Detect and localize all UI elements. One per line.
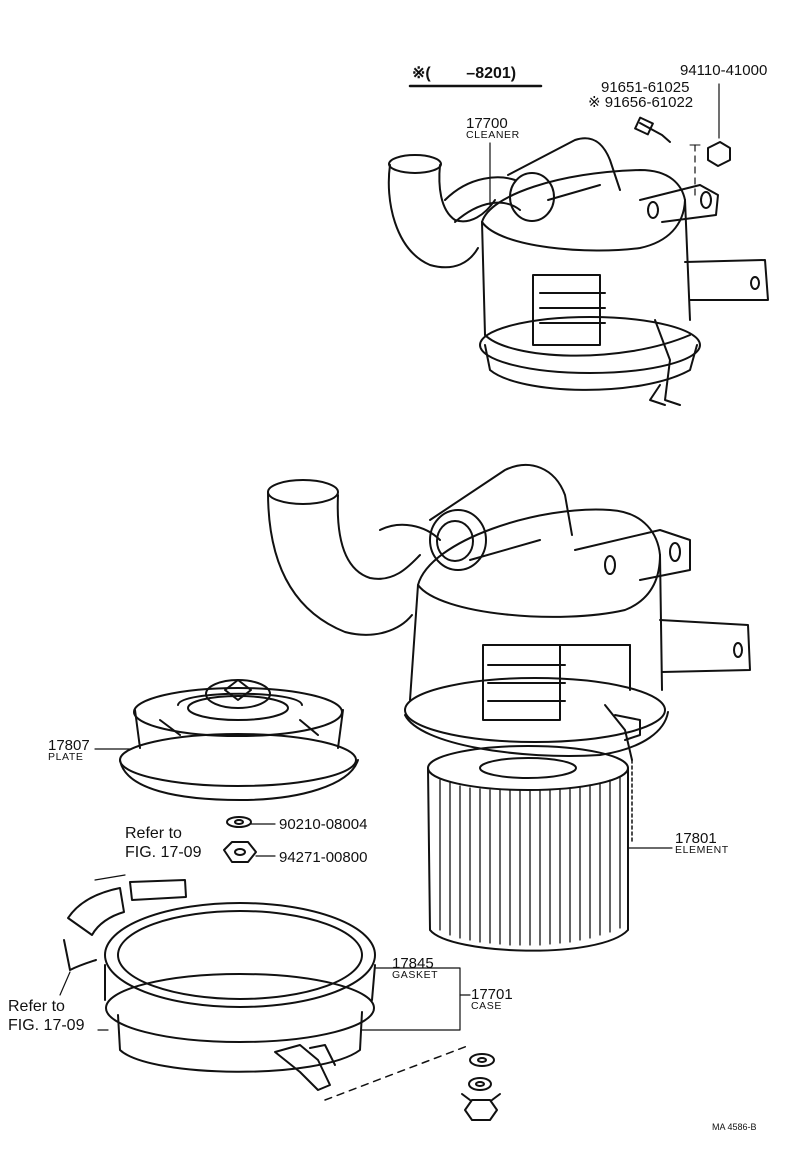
case-number: 17701	[471, 986, 513, 1003]
plate-part	[94, 679, 359, 801]
plate-name: PLATE	[48, 751, 84, 763]
variant-note: ※( –8201)	[412, 65, 517, 82]
wing-nut-number: 94271-00800	[279, 849, 368, 866]
gasket-number: 17845	[392, 955, 434, 972]
ref-top-line1: Refer to	[125, 825, 182, 842]
part-number-nut: 94110-41000	[680, 62, 768, 79]
plate-number: 17807	[48, 737, 90, 754]
ref-left-line2: FIG. 17-09	[8, 1017, 85, 1034]
part-number-bolt: 91651-61025	[601, 79, 690, 96]
washer-number: 90210-08004	[279, 816, 368, 833]
washer-part	[226, 816, 276, 828]
drawing-code: MA 4586-B	[712, 1122, 757, 1132]
ref-top-line2: FIG. 17-09	[125, 844, 202, 861]
part-number-bolt-alt: ※ 91656-61022	[588, 94, 694, 111]
wing-nut-part	[223, 841, 276, 863]
cleaner-number: 17700	[466, 115, 508, 132]
loose-hardware	[461, 1053, 501, 1121]
cleaner-name: CLEANER	[466, 129, 520, 141]
cleaner-assembly-main	[267, 464, 751, 849]
gasket-name: GASKET	[392, 969, 439, 981]
element-number: 17801	[675, 830, 717, 847]
cleaner-assembly-top	[387, 83, 769, 406]
case-part	[59, 874, 471, 1101]
element-name: ELEMENT	[675, 844, 729, 856]
case-name: CASE	[471, 1000, 502, 1012]
filter-element	[427, 745, 629, 952]
ref-left-line1: Refer to	[8, 998, 65, 1015]
